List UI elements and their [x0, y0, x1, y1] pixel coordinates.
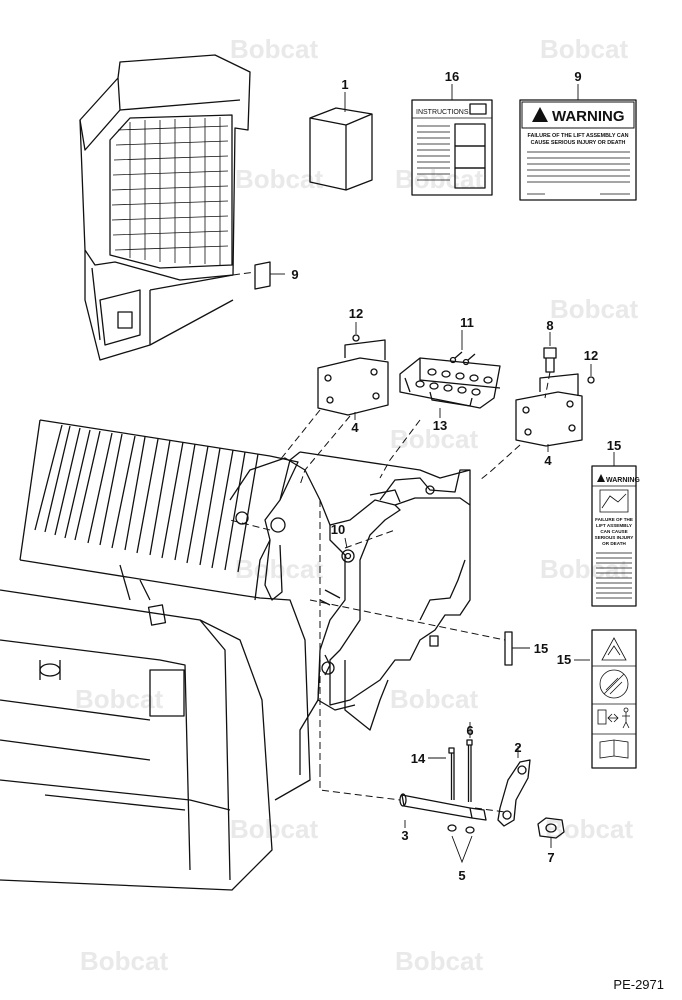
- callout-3: 3: [401, 828, 408, 843]
- decal-9-line1: FAILURE OF THE LIFT ASSEMBLY CAN: [527, 133, 628, 139]
- decal-15-small: [504, 631, 530, 666]
- lift-arm-frame: [229, 451, 471, 775]
- retainer-2: [497, 746, 531, 827]
- part-15-warning-decal: WARNING FAILURE OF THE LIFT ASSEMBLY CAN…: [591, 452, 640, 607]
- plate-holes: [415, 368, 493, 396]
- part-15-pictorial-decal: [574, 629, 637, 769]
- watermark: Bobcat: [545, 814, 633, 844]
- callout-4-right: 4: [544, 453, 552, 468]
- watermark: Bobcat: [75, 684, 163, 714]
- part-1-box: [309, 92, 373, 191]
- watermark: Bobcat: [395, 946, 483, 976]
- watermark: Bobcat: [235, 554, 323, 584]
- right-bracket-4: [515, 373, 583, 452]
- decal-15-line2: LIFT ASSEMBLY: [596, 523, 632, 528]
- decal-15-line5: OR DEATH: [602, 541, 626, 546]
- bucket-slats: [34, 424, 259, 573]
- callout-5: 5: [458, 868, 465, 883]
- callout-15-strip: 15: [534, 641, 548, 656]
- decal-15-line1: FAILURE OF THE: [595, 517, 633, 522]
- cab-grille: [111, 117, 229, 265]
- watermark: Bobcat: [390, 684, 478, 714]
- callout-labels: 1 16 9 9 12 11 8 12 4 13 4 15 10 15 15 1…: [291, 69, 621, 883]
- watermark-layer: Bobcat Bobcat Bobcat Bobcat Bobcat Bobca…: [75, 34, 638, 976]
- watermark: Bobcat: [230, 34, 318, 64]
- watermark: Bobcat: [395, 164, 483, 194]
- callout-11: 11: [460, 315, 474, 330]
- callout-2: 2: [514, 740, 521, 755]
- callout-10: 10: [331, 522, 345, 537]
- part-9-warning-decal: WARNING FAILURE OF THE LIFT ASSEMBLY CAN…: [519, 84, 637, 201]
- nut-10: [341, 537, 355, 563]
- nuts-5: [447, 824, 475, 864]
- nut-7: [537, 817, 565, 848]
- callout-12-right: 12: [584, 348, 598, 363]
- watermark: Bobcat: [235, 164, 323, 194]
- loader-bucket: [0, 419, 311, 891]
- pin-3: [399, 793, 487, 828]
- bolt-6: [466, 722, 473, 802]
- callout-8: 8: [546, 318, 553, 333]
- cab-decal: [254, 261, 271, 290]
- watermark: Bobcat: [80, 946, 168, 976]
- watermark: Bobcat: [230, 814, 318, 844]
- callout-15-warning: 15: [607, 438, 621, 453]
- callout-1: 1: [341, 77, 348, 92]
- callout-6: 6: [466, 723, 473, 738]
- callout-16: 16: [445, 69, 459, 84]
- callout-4-left: 4: [351, 420, 359, 435]
- callout-13: 13: [433, 418, 447, 433]
- watermark: Bobcat: [540, 34, 628, 64]
- drawing-code: PE-2971: [613, 977, 664, 992]
- bolt-12-left: [352, 322, 360, 342]
- decal-16-header: INSTRUCTIONS: [416, 109, 469, 116]
- cab-assembly: [79, 54, 285, 361]
- watermark: Bobcat: [550, 294, 638, 324]
- callout-15-pictorial: 15: [557, 652, 571, 667]
- decal-15-line3: CAN CAUSE: [600, 529, 627, 534]
- decal-9-line2: CAUSE SERIOUS INJURY OR DEATH: [531, 140, 626, 146]
- decal-9-header: WARNING: [552, 108, 625, 125]
- bolt-14: [428, 747, 455, 800]
- bolts-11: [449, 330, 476, 366]
- callout-14: 14: [411, 751, 426, 766]
- callout-12-left: 12: [349, 306, 363, 321]
- center-plate-13: [399, 357, 501, 418]
- left-bracket-4: [317, 339, 389, 420]
- callout-9-cab: 9: [291, 267, 298, 282]
- bolt-8: [543, 332, 557, 373]
- watermark: Bobcat: [390, 424, 478, 454]
- callout-9-decal: 9: [574, 69, 581, 84]
- bolt-12-right: [587, 364, 595, 384]
- decal-15-line4: SERIOUS INJURY: [595, 535, 634, 540]
- decal-15-header: WARNING: [606, 477, 640, 484]
- watermark: Bobcat: [540, 554, 628, 584]
- part-16-instructions-decal: INSTRUCTIONS: [411, 84, 493, 196]
- callout-7: 7: [547, 850, 554, 865]
